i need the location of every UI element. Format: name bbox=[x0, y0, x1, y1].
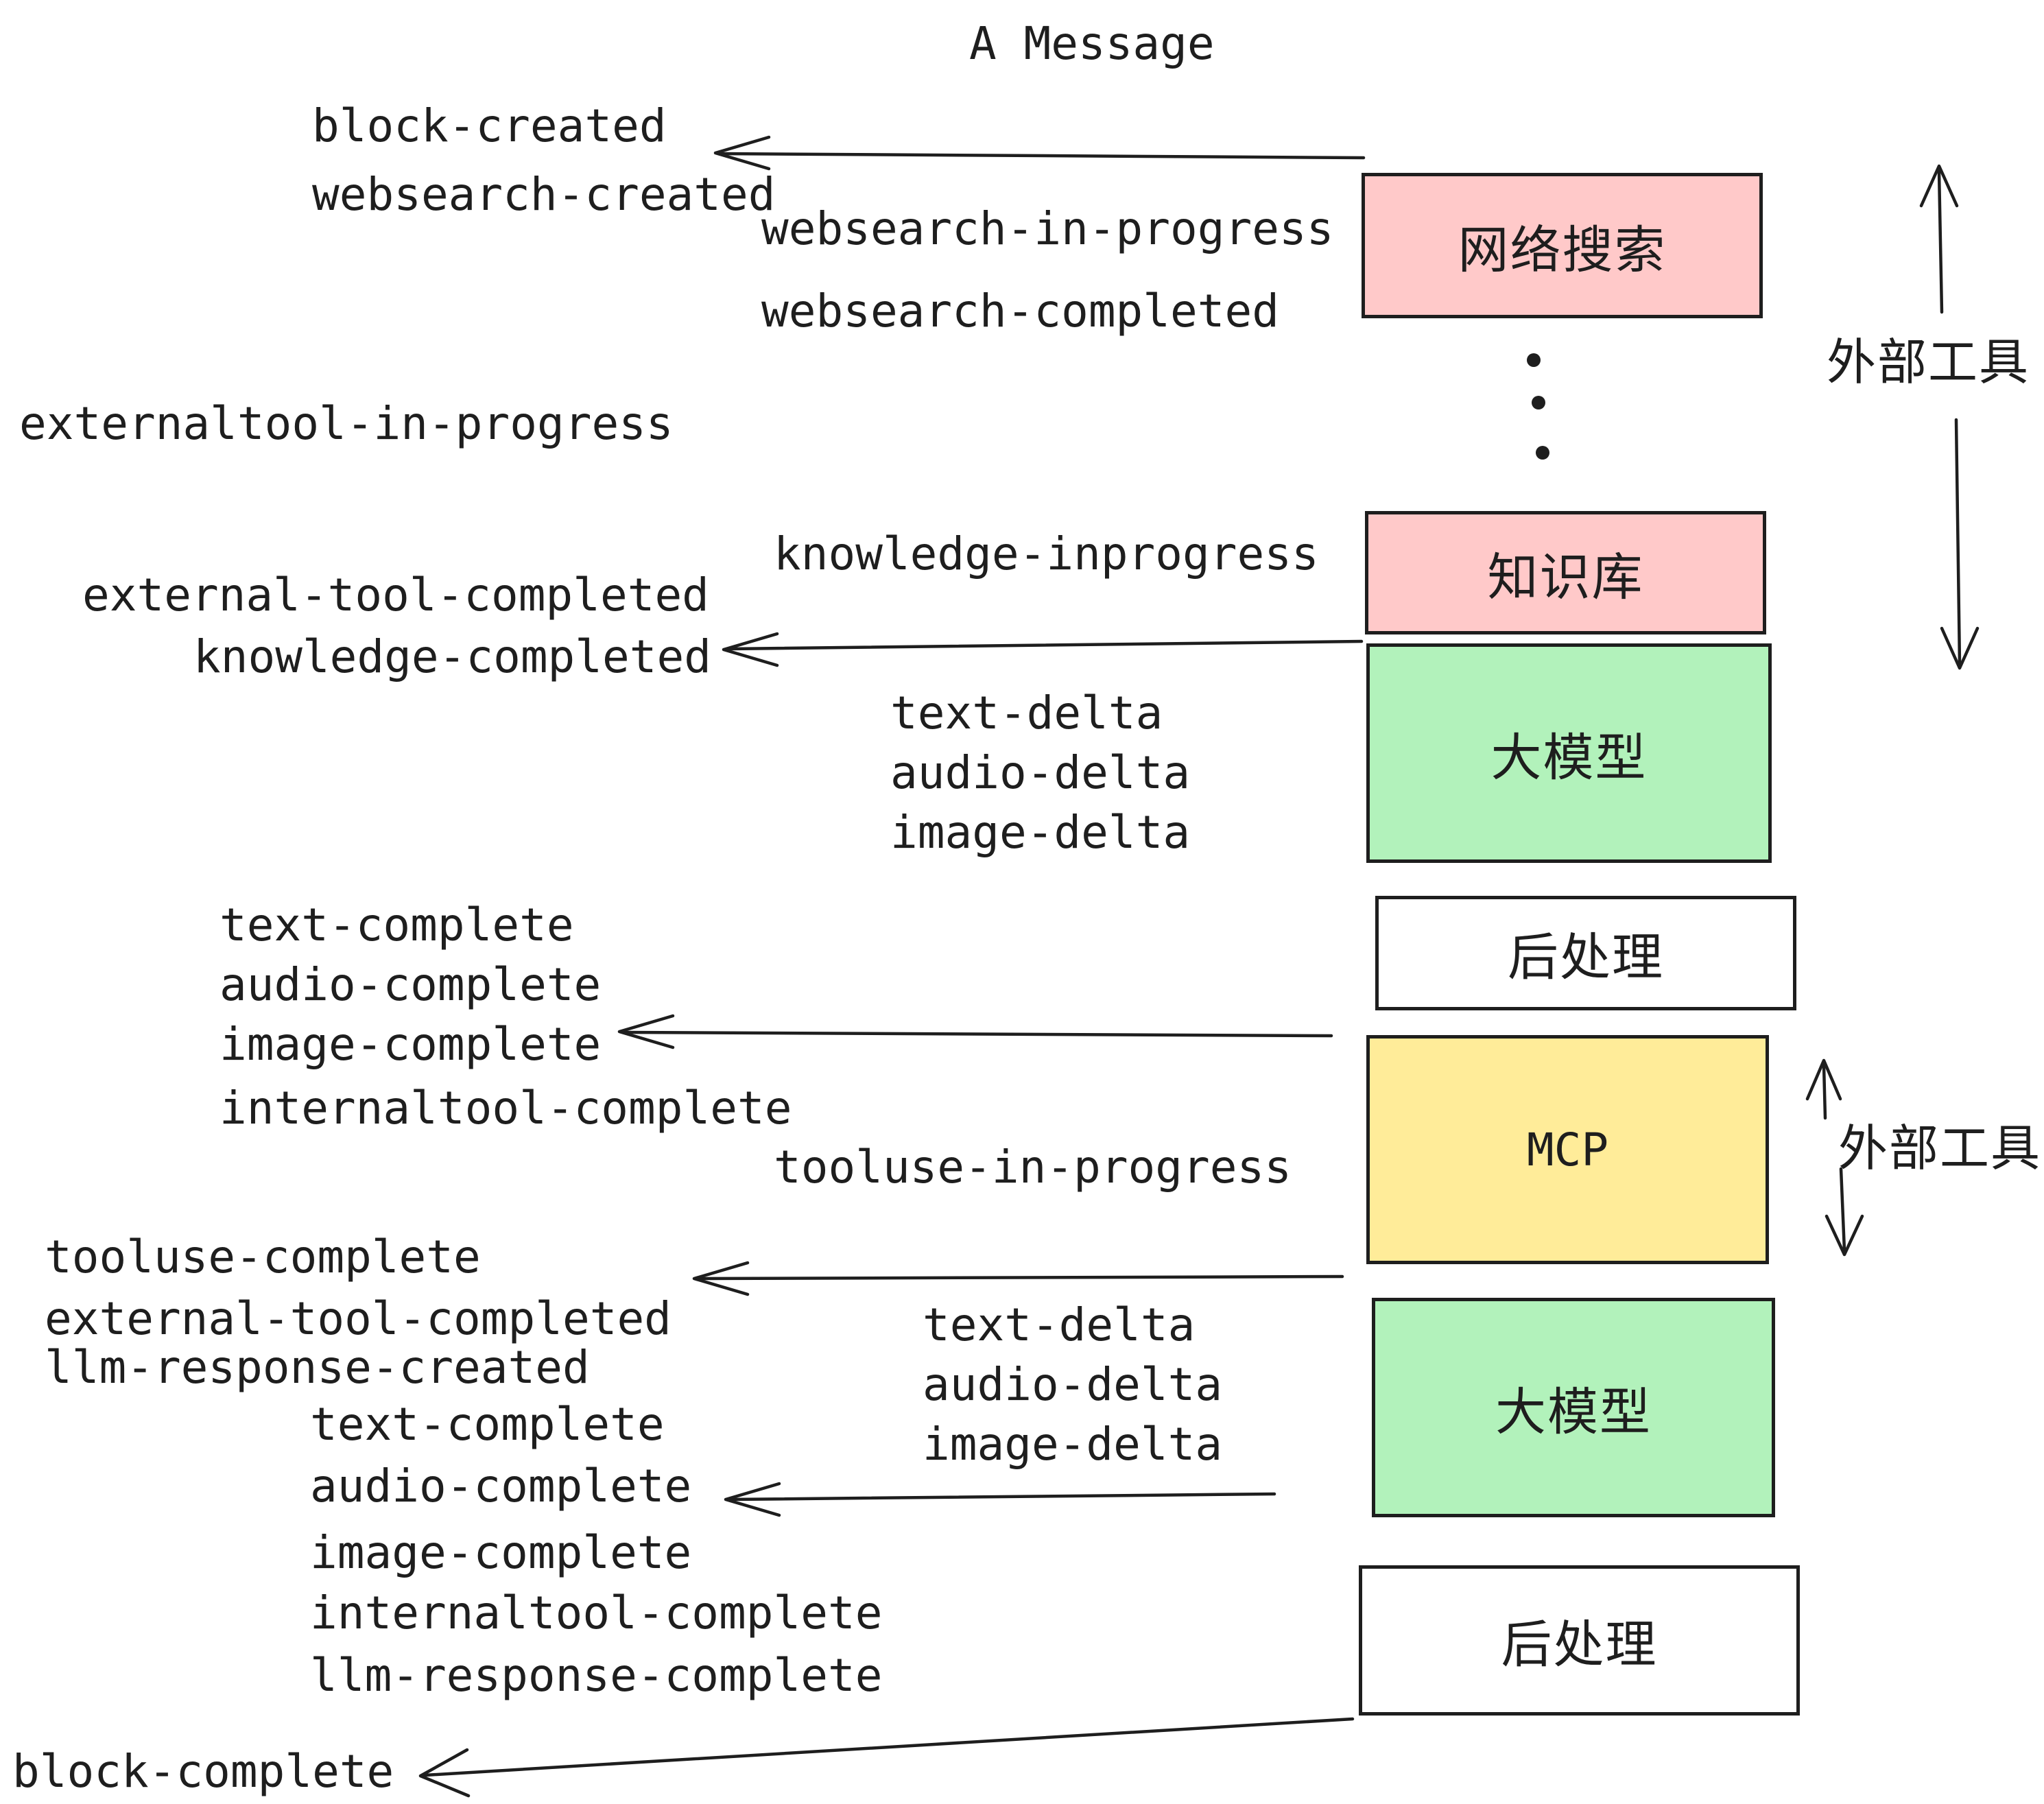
event-label-tooluse-in-progress: tooluse-in-progress bbox=[774, 1141, 1292, 1194]
event-label-knowledge-completed: knowledge-completed bbox=[193, 630, 711, 683]
event-label-audio-delta-2: audio-delta bbox=[923, 1358, 1223, 1411]
event-label-audio-delta-1: audio-delta bbox=[890, 746, 1191, 799]
box-web-search-label: 网络搜索 bbox=[1458, 221, 1667, 278]
external-tools-up-arrow-2 bbox=[1805, 1058, 1842, 1120]
event-label-internaltool-complete-2: internaltool-complete bbox=[310, 1587, 883, 1639]
box-post-processing-1-label: 后处理 bbox=[1508, 929, 1664, 986]
box-llm-1: 大模型 bbox=[1366, 643, 1772, 863]
event-label-knowledge-inprogress: knowledge-inprogress bbox=[774, 527, 1319, 580]
event-label-text-complete-2: text-complete bbox=[310, 1398, 665, 1451]
event-label-block-complete: block-complete bbox=[12, 1745, 394, 1798]
box-knowledge-base: 知识库 bbox=[1365, 511, 1766, 634]
event-label-external-tool-completed-2: external-tool-completed bbox=[45, 1292, 672, 1345]
event-label-websearch-created: websearch-created bbox=[312, 168, 776, 221]
event-label-text-delta-1: text-delta bbox=[890, 687, 1163, 739]
external-tools-annotation-1: 外部工具 bbox=[1827, 335, 2030, 390]
ellipsis-dots-icon bbox=[1527, 353, 1549, 460]
box-llm-1-label: 大模型 bbox=[1490, 728, 1648, 786]
arrow-websearch-to-block-created bbox=[713, 135, 1366, 171]
external-tools-down-arrow-2 bbox=[1825, 1167, 1864, 1257]
arrow-postprocess-to-image-complete bbox=[617, 1014, 1333, 1049]
event-label-image-delta-1: image-delta bbox=[890, 806, 1191, 859]
event-label-llm-response-created: llm-response-created bbox=[45, 1341, 590, 1394]
arrow-knowledge-to-knowledge-completed bbox=[722, 632, 1364, 667]
event-label-websearch-completed: websearch-completed bbox=[761, 285, 1279, 337]
event-label-audio-complete-2: audio-complete bbox=[310, 1460, 692, 1512]
arrow-postprocess-to-block-complete bbox=[418, 1717, 1355, 1798]
external-tools-up-arrow-1 bbox=[1919, 164, 1959, 314]
box-llm-2-label: 大模型 bbox=[1495, 1383, 1652, 1440]
event-label-image-complete-1: image-complete bbox=[219, 1018, 602, 1071]
arrow-mcp-to-tooluse-complete bbox=[692, 1261, 1344, 1296]
box-mcp: MCP bbox=[1366, 1035, 1769, 1264]
external-tools-down-arrow-1 bbox=[1940, 418, 1980, 670]
box-web-search: 网络搜索 bbox=[1362, 173, 1763, 318]
event-label-image-delta-2: image-delta bbox=[923, 1418, 1223, 1471]
event-label-text-delta-2: text-delta bbox=[923, 1298, 1196, 1351]
event-label-internaltool-complete-1: internaltool-complete bbox=[219, 1082, 792, 1135]
box-knowledge-base-label: 知识库 bbox=[1487, 548, 1644, 606]
event-label-block-created: block-created bbox=[312, 99, 667, 152]
event-label-llm-response-complete: llm-response-complete bbox=[310, 1649, 883, 1702]
box-post-processing-2: 后处理 bbox=[1359, 1565, 1800, 1716]
event-label-externaltool-in-progress: externaltool-in-progress bbox=[19, 397, 674, 450]
event-label-text-complete-1: text-complete bbox=[219, 899, 574, 951]
event-label-websearch-in-progress: websearch-in-progress bbox=[761, 202, 1334, 255]
arrow-llm-to-audio-complete bbox=[724, 1482, 1276, 1517]
external-tools-annotation-2: 外部工具 bbox=[1838, 1121, 2042, 1176]
event-label-audio-complete-1: audio-complete bbox=[219, 958, 602, 1011]
box-llm-2: 大模型 bbox=[1372, 1298, 1775, 1517]
box-post-processing-1: 后处理 bbox=[1375, 896, 1796, 1010]
event-label-tooluse-complete: tooluse-complete bbox=[45, 1231, 481, 1283]
diagram-title: A Message bbox=[969, 17, 1215, 70]
event-label-external-tool-completed-1: external-tool-completed bbox=[82, 569, 709, 621]
event-label-image-complete-2: image-complete bbox=[310, 1526, 692, 1579]
box-mcp-label: MCP bbox=[1526, 1123, 1609, 1176]
box-post-processing-2-label: 后处理 bbox=[1501, 1616, 1658, 1673]
